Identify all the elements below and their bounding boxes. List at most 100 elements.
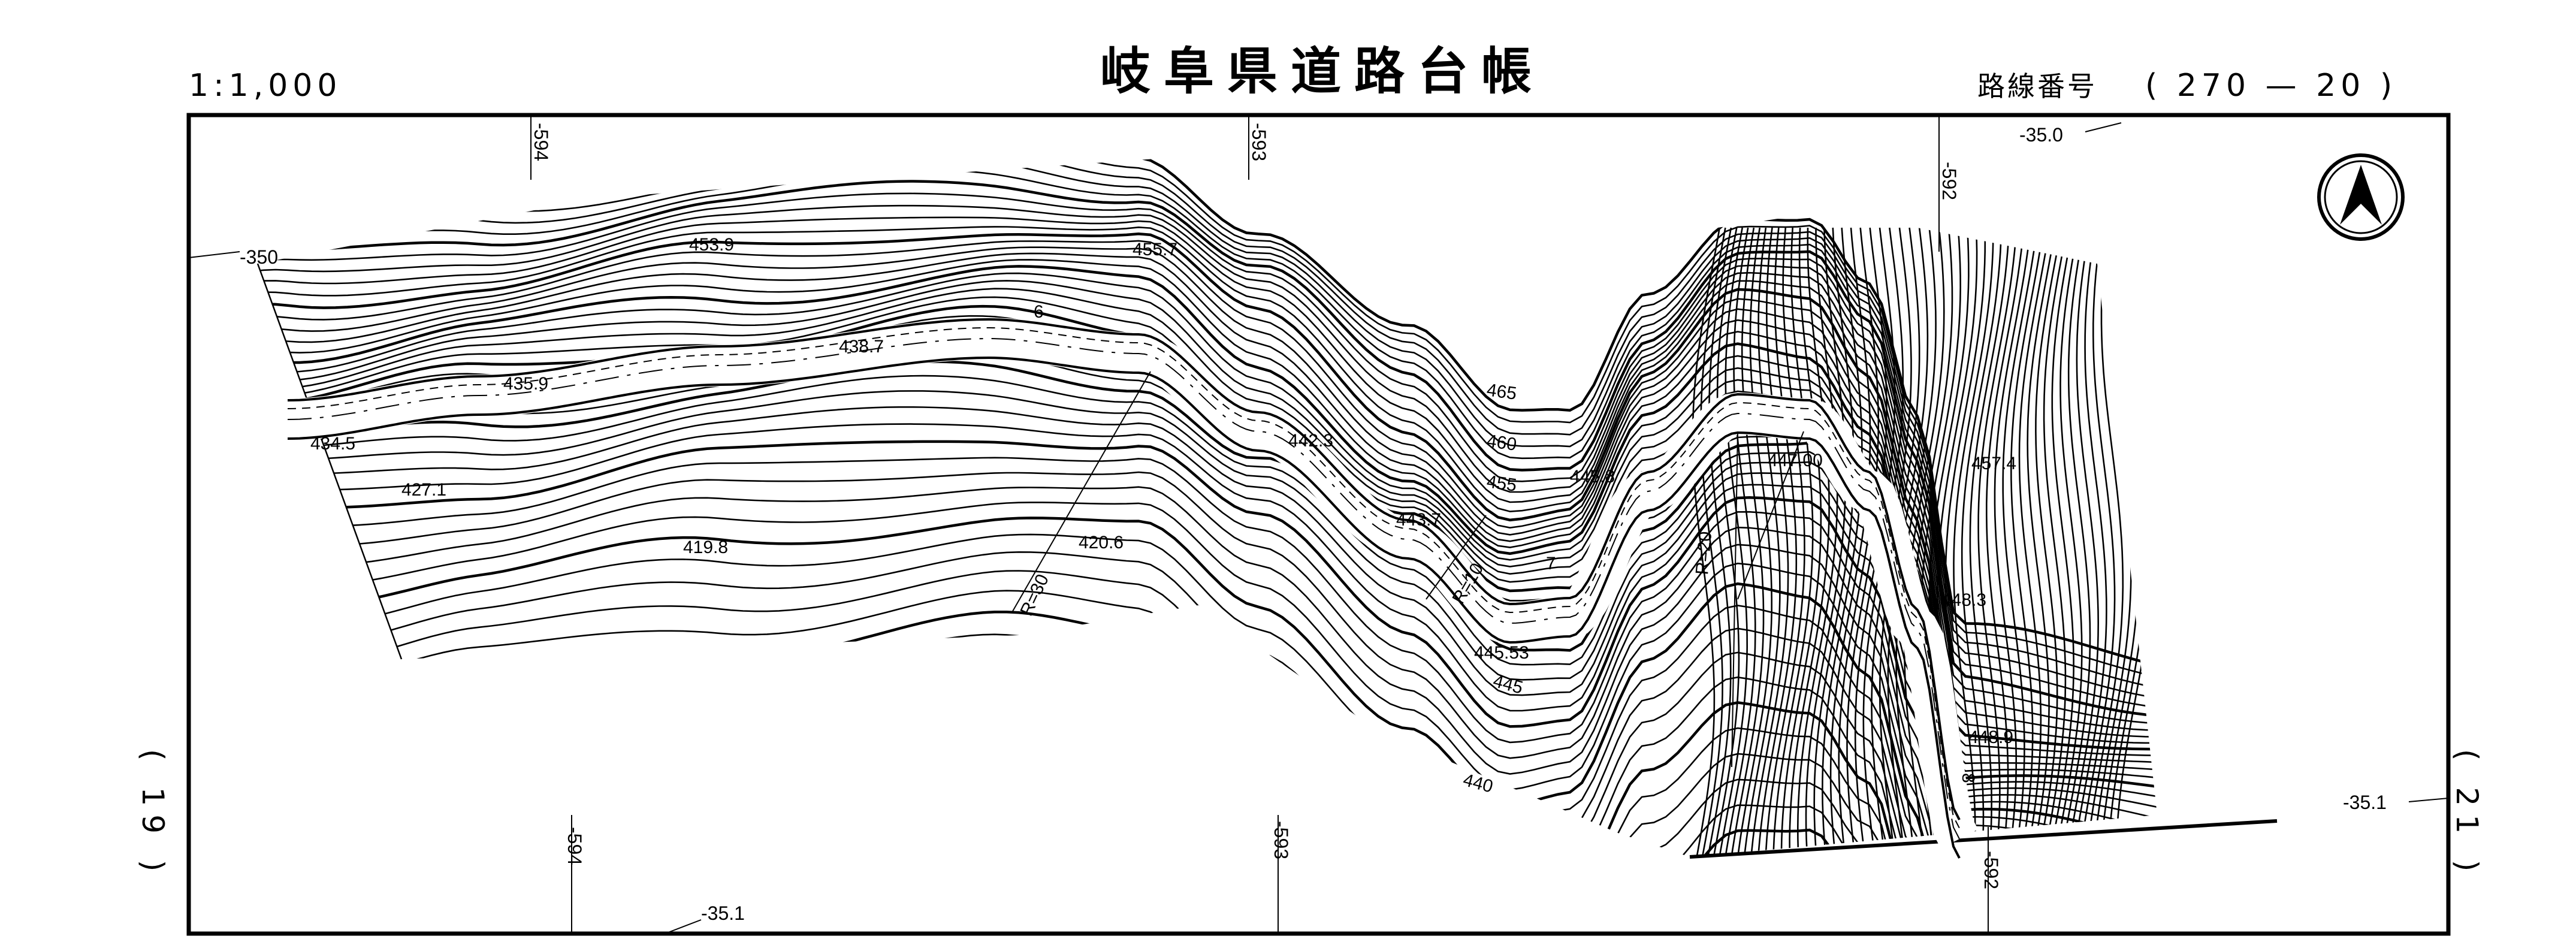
contour-line <box>180 861 2217 929</box>
contour-value-labels: 465 460 455 445 440 <box>1461 380 1525 796</box>
contour-line <box>258 246 2157 765</box>
contour-line <box>258 192 2157 724</box>
contour-line <box>2010 227 2045 857</box>
contour-line <box>258 457 2157 857</box>
route-label: 路線番号 <box>1977 70 2097 102</box>
road-width: 7 <box>1546 554 1556 573</box>
road-centerline <box>287 337 1960 840</box>
spot-elevation: 438.7 <box>839 337 884 357</box>
grid-label-bottom-593: -593 <box>1270 821 1292 859</box>
contour-line <box>2078 227 2116 857</box>
spot-elevation: 445.8 <box>1570 467 1615 487</box>
contour-line <box>2018 227 2050 857</box>
contour-value: 455 <box>1485 472 1518 496</box>
contour-line <box>258 156 2157 702</box>
grid-label-bottom-594: -594 <box>564 827 585 865</box>
contour-line <box>180 893 2217 929</box>
spot-elevation: 447.00 <box>1768 451 1823 470</box>
contour-line <box>2053 227 2083 857</box>
contour-line <box>1805 227 1847 857</box>
map-frame <box>186 113 2451 936</box>
spot-elevation: 435.9 <box>503 374 548 394</box>
grid-label-y-35-1-bottom: -35.1 <box>701 902 745 924</box>
contour-line <box>2085 227 2124 857</box>
contour-line <box>258 252 2157 774</box>
grid-label-top-594: -594 <box>530 123 552 161</box>
contour-line <box>1789 227 1830 857</box>
contour-line <box>258 502 2157 857</box>
contour-line <box>1706 227 1732 857</box>
contour-line <box>1994 227 2031 857</box>
road-edge <box>287 356 1961 859</box>
survey-boundary-line <box>256 263 403 660</box>
contour-line <box>1822 227 1863 857</box>
contour-line <box>258 766 2157 857</box>
road-edge <box>287 327 1960 829</box>
contour-line <box>1743 227 1781 857</box>
contour-line <box>258 440 2157 857</box>
road-edge <box>287 318 1961 820</box>
contour-line <box>1764 227 1805 857</box>
contour-line <box>1692 227 1721 857</box>
spot-elevation: 455.7 <box>1133 240 1177 259</box>
contour-line <box>2002 227 2038 857</box>
adjacent-sheet-left[interactable]: ( 19 ) <box>135 749 170 880</box>
contour-line <box>180 928 2217 929</box>
contour-line <box>258 180 2157 718</box>
contour-line <box>258 204 2157 732</box>
contour-line <box>2042 227 2068 857</box>
contour-line <box>258 796 2157 857</box>
contour-line <box>1723 227 1756 857</box>
spot-elevation: 448.3 <box>1941 590 1986 610</box>
contour-value: 445 <box>1491 671 1525 698</box>
route-number: ( 270 — 20 ) <box>2145 68 2397 104</box>
contour-value: 465 <box>1485 380 1518 404</box>
road-width: 6 <box>1034 302 1044 322</box>
spot-elevation: 420.6 <box>1079 533 1124 552</box>
spot-elevation: 419.8 <box>683 538 728 557</box>
contour-lines <box>180 156 2217 929</box>
grid-label-top-592: -592 <box>1938 162 1960 200</box>
contour-line <box>1700 227 1726 857</box>
prefectural-road[interactable] <box>287 317 1979 859</box>
spot-elevation: 453.9 <box>689 235 734 255</box>
contour-line <box>258 709 2157 857</box>
contour-value: 460 <box>1485 431 1518 455</box>
north-arrow-icon <box>2317 153 2405 241</box>
spot-elevation: 445.53 <box>1474 643 1529 663</box>
elevation-labels: 453.9 455.7 435.9 438.7 434.5 427.1 419.… <box>310 235 2016 747</box>
contour-line <box>1717 227 1748 857</box>
contour-line <box>2059 227 2091 857</box>
contour-line <box>1796 227 1838 857</box>
contour-line <box>1813 227 1855 857</box>
spot-elevation: 442.3 <box>1288 431 1333 451</box>
road-width-labels: 6 7 8 <box>1034 302 1978 783</box>
contour-line <box>1961 227 2003 857</box>
spot-elevation: 457.4 <box>1971 454 2016 473</box>
curve-radius: R=20 <box>1692 530 1716 575</box>
contour-line <box>1780 227 1822 857</box>
contour-line <box>258 216 2157 738</box>
contour-line <box>258 168 2157 710</box>
contour-line <box>258 657 2157 857</box>
contour-line <box>1729 227 1765 857</box>
spot-elevation: 427.1 <box>401 480 446 500</box>
spot-elevation: 434.5 <box>310 434 355 454</box>
contour-line <box>2071 227 2107 857</box>
spot-elevation: 443.7 <box>1396 510 1441 530</box>
contour-line <box>2035 227 2062 857</box>
contour-line <box>1750 227 1789 857</box>
contour-line <box>1903 227 1945 857</box>
grid-label-y-35-1-right: -35.1 <box>2343 792 2387 813</box>
spot-elevation: 448.9 <box>1968 727 2013 747</box>
adjacent-sheet-right[interactable]: ( 21 ) <box>2450 749 2484 880</box>
contour-line <box>1986 227 2025 857</box>
contour-line <box>1969 227 2010 857</box>
contour-line <box>1736 227 1772 857</box>
map-scale: 1:1,000 <box>189 68 342 104</box>
contour-line <box>1711 227 1740 857</box>
contour-line <box>1953 227 1994 857</box>
map-title: 岐阜県道路台帳 <box>1100 42 1545 101</box>
contour-line <box>1757 227 1798 857</box>
grid-lines <box>188 115 2449 934</box>
